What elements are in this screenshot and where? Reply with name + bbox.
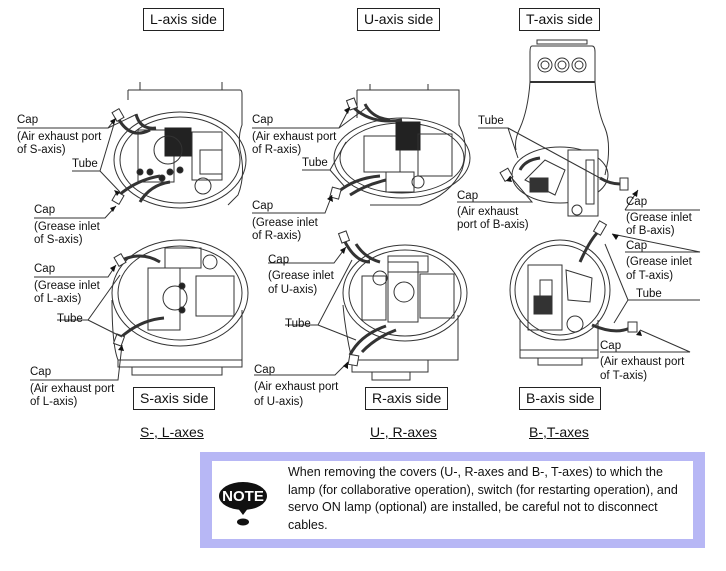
cap-description: of B-axis) [626,225,675,237]
cap-label: Cap [34,204,56,216]
cap-description: (Grease inlet [626,256,692,268]
note-icon-label: NOTE [222,488,264,505]
cap-description: of U-axis) [268,284,318,296]
cap-label: Cap [34,263,56,275]
group-label-u-r-axes: U-, R-axes [370,424,437,440]
cap-label: Cap [626,196,648,208]
cap-description: of L-axis) [30,396,78,408]
cap-description: (Air exhaust port [252,131,337,143]
tube-label: Tube [636,288,662,300]
cap-label: Cap [252,200,274,212]
title-r-axis-side: R-axis side [365,387,449,410]
t-axis-side-drawing [499,39,629,217]
cap-description: (Grease inlet [268,270,334,282]
tube-label: Tube [478,115,504,127]
cap-description: (Air exhaust port [600,356,685,368]
cap-label: Cap [600,340,622,352]
title-t-axis-side: T-axis side [519,8,600,31]
title-b-axis-side: B-axis side [519,387,602,410]
group-label-s-l-axes: S-, L-axes [140,424,204,440]
cap-description: (Air exhaust [457,206,519,218]
cap-description: of U-axis) [254,396,304,408]
s-axis-side-drawing [111,239,249,376]
cap-description: of T-axis) [600,370,648,382]
note-content: NOTE When removing the covers (U-, R-axe… [212,461,693,539]
cap-description: (Air exhaust port [254,381,339,393]
cap-description: of T-axis) [626,270,674,282]
cap-label: Cap [254,364,276,376]
note-box: NOTE When removing the covers (U-, R-axe… [200,452,705,548]
cap-description: of L-axis) [34,293,82,305]
cap-description: of S-axis) [34,234,83,246]
title-s-axis-side: S-axis side [133,387,216,410]
tube-label: Tube [302,157,328,169]
tube-label: Tube [72,158,98,170]
title-l-axis-side: L-axis side [143,8,224,31]
tube-label: Tube [285,318,311,330]
cap-description: of S-axis) [17,144,66,156]
cap-description: port of B-axis) [457,219,529,231]
u-axis-side-drawing [329,84,471,206]
tube-label: Tube [57,313,83,325]
cap-label: Cap [268,254,290,266]
cap-label: Cap [252,114,274,126]
cap-description: (Air exhaust port [30,383,115,395]
group-label-b-t-axes: B-,T-axes [529,424,589,440]
cap-label: Cap [30,366,52,378]
cap-description: (Air exhaust port [17,131,102,143]
title-u-axis-side: U-axis side [357,8,441,31]
note-icon: NOTE [219,482,267,526]
cap-label: Cap [17,114,39,126]
cap-description: of R-axis) [252,144,302,156]
cap-label: Cap [457,190,479,202]
cap-description: (Grease inlet [34,280,100,292]
cap-description: (Grease inlet [252,217,318,229]
cap-description: of R-axis) [252,230,302,242]
b-axis-side-drawing [509,220,638,366]
cap-description: (Grease inlet [626,212,692,224]
cap-label: Cap [626,240,648,252]
l-axis-side-drawing [111,82,247,209]
r-axis-side-drawing [337,230,468,381]
cap-description: (Grease inlet [34,221,100,233]
note-text: When removing the covers (U-, R-axes and… [288,465,678,532]
